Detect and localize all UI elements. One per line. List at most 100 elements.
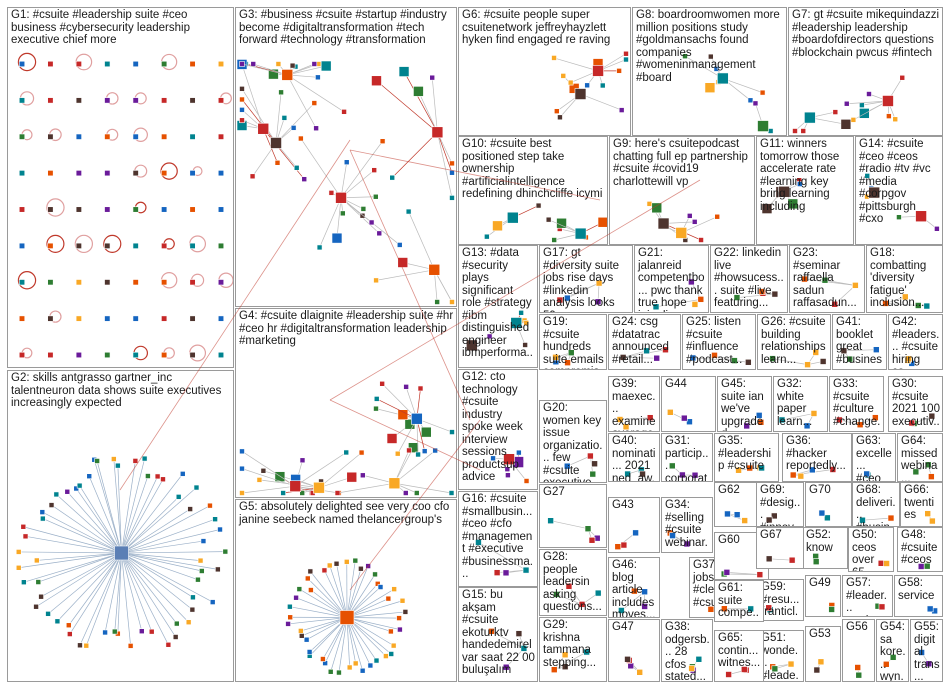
vertex-node[interactable]: [682, 237, 689, 243]
vertex-node[interactable]: [165, 641, 172, 648]
vertex-node[interactable]: [161, 133, 168, 140]
group-g67[interactable]: G67: [756, 527, 804, 569]
group-g32[interactable]: G32: white paper learn...: [773, 376, 828, 432]
vertex-node[interactable]: [892, 116, 899, 123]
vertex-node[interactable]: [289, 480, 302, 493]
vertex-node[interactable]: [882, 95, 894, 107]
vertex-node[interactable]: [293, 594, 299, 601]
vertex-node[interactable]: [104, 351, 111, 359]
vertex-node[interactable]: [161, 315, 168, 322]
vertex-node[interactable]: [358, 449, 365, 456]
vertex-node[interactable]: [680, 414, 688, 422]
vertex-node[interactable]: [343, 159, 350, 166]
vertex-node[interactable]: [388, 628, 394, 635]
vertex-node[interactable]: [303, 636, 310, 643]
vertex-node[interactable]: [588, 536, 596, 544]
vertex-node[interactable]: [551, 55, 557, 61]
group-g57[interactable]: G57: #leader... made...: [842, 575, 893, 617]
vertex-node[interactable]: [274, 159, 281, 166]
group-g53[interactable]: G53: [805, 626, 841, 682]
vertex-node[interactable]: [256, 477, 263, 483]
vertex-node[interactable]: [854, 664, 862, 671]
vertex-node[interactable]: [47, 206, 54, 213]
vertex-node[interactable]: [18, 133, 26, 140]
vertex-node[interactable]: [40, 515, 46, 522]
group-g25[interactable]: G25: listen #csuite #influence #podcast.…: [682, 314, 756, 370]
vertex-node[interactable]: [189, 97, 196, 104]
vertex-node[interactable]: [335, 191, 347, 204]
vertex-node[interactable]: [250, 61, 257, 67]
vertex-node[interactable]: [449, 299, 455, 305]
vertex-node[interactable]: [75, 170, 82, 177]
group-g64[interactable]: G64: missed webina...: [897, 433, 943, 482]
vertex-node[interactable]: [189, 170, 196, 177]
vertex-node[interactable]: [75, 206, 82, 213]
vertex-node[interactable]: [315, 61, 322, 67]
vertex-node[interactable]: [217, 60, 225, 68]
vertex-node[interactable]: [567, 79, 574, 86]
vertex-node[interactable]: [385, 595, 392, 602]
vertex-node[interactable]: [47, 242, 54, 249]
vertex-node[interactable]: [200, 538, 207, 544]
vertex-node[interactable]: [217, 206, 225, 213]
vertex-node[interactable]: [115, 462, 121, 469]
vertex-node[interactable]: [618, 107, 625, 113]
vertex-node[interactable]: [47, 351, 54, 359]
vertex-node[interactable]: [189, 206, 196, 213]
vertex-node[interactable]: [172, 634, 179, 640]
vertex-node[interactable]: [667, 409, 674, 416]
group-g36[interactable]: G36: #hacker reportedly...: [782, 433, 852, 482]
vertex-node[interactable]: [545, 216, 552, 223]
vertex-node[interactable]: [415, 451, 421, 458]
vertex-node[interactable]: [161, 242, 168, 249]
vertex-node[interactable]: [691, 219, 698, 225]
vertex-node[interactable]: [127, 643, 134, 649]
vertex-node[interactable]: [236, 59, 248, 70]
vertex-node[interactable]: [411, 412, 423, 425]
vertex-node[interactable]: [623, 50, 629, 57]
vertex-node[interactable]: [94, 458, 100, 464]
group-g28[interactable]: G28: people leadersin asking questions..…: [539, 549, 607, 616]
vertex-node[interactable]: [309, 490, 316, 496]
vertex-node[interactable]: [371, 167, 377, 173]
vertex-node[interactable]: [675, 227, 688, 239]
vertex-node[interactable]: [379, 138, 386, 144]
vertex-node[interactable]: [187, 506, 193, 512]
vertex-node[interactable]: [723, 569, 731, 576]
vertex-node[interactable]: [413, 490, 420, 496]
group-g56[interactable]: G56: [842, 619, 875, 682]
vertex-node[interactable]: [568, 83, 580, 94]
vertex-node[interactable]: [160, 476, 166, 483]
vertex-node[interactable]: [145, 473, 151, 479]
vertex-node[interactable]: [308, 587, 314, 593]
vertex-node[interactable]: [75, 60, 82, 68]
vertex-node[interactable]: [926, 605, 934, 613]
vertex-node[interactable]: [318, 488, 325, 495]
group-g26[interactable]: G26: #csuite building relationships lear…: [757, 314, 831, 370]
vertex-node[interactable]: [161, 97, 168, 104]
vertex-node[interactable]: [397, 257, 409, 268]
vertex-node[interactable]: [792, 128, 798, 134]
group-g52[interactable]: G52: know: [802, 527, 848, 569]
vertex-node[interactable]: [340, 210, 346, 217]
vertex-node[interactable]: [18, 315, 26, 322]
vertex-node[interactable]: [189, 133, 196, 140]
vertex-node[interactable]: [280, 490, 286, 496]
vertex-node[interactable]: [47, 279, 54, 286]
vertex-node[interactable]: [623, 56, 629, 63]
vertex-node[interactable]: [449, 169, 455, 176]
vertex-node[interactable]: [307, 568, 314, 575]
vertex-node[interactable]: [35, 579, 42, 585]
vertex-node[interactable]: [174, 620, 180, 627]
vertex-node[interactable]: [360, 206, 367, 212]
vertex-node[interactable]: [560, 73, 567, 79]
vertex-node[interactable]: [899, 74, 906, 81]
group-g40[interactable]: G40: nominati... 2021 ned_aw...: [608, 433, 660, 482]
vertex-node[interactable]: [132, 279, 139, 286]
vertex-node[interactable]: [367, 662, 374, 669]
vertex-node[interactable]: [104, 60, 111, 68]
vertex-node[interactable]: [704, 82, 716, 94]
vertex-node[interactable]: [301, 176, 308, 182]
vertex-node[interactable]: [733, 511, 741, 518]
group-g1[interactable]: G1: #csuite #leadership suite #ceo busin…: [7, 7, 234, 368]
